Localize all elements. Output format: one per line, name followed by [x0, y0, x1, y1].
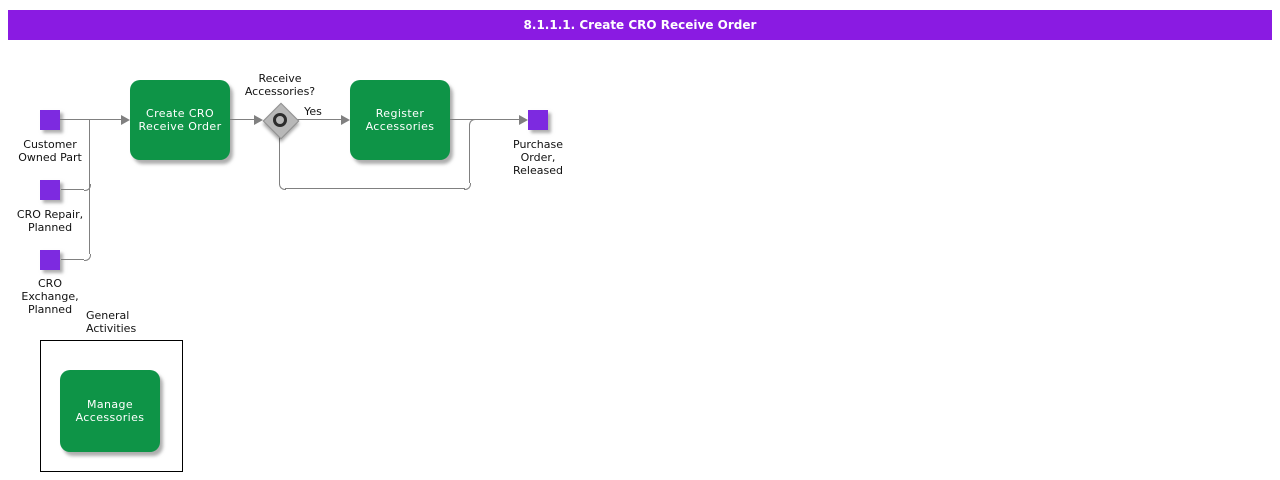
- task-register-accessories[interactable]: Register Accessories: [350, 80, 450, 160]
- task-create-cro-receive-order[interactable]: Create CRO Receive Order: [130, 80, 230, 160]
- title-bar: 8.1.1.1. Create CRO Receive Order: [8, 10, 1272, 40]
- connector-start3: [61, 259, 84, 260]
- connector-task1-gateway: [230, 119, 255, 120]
- connector-start2: [61, 189, 84, 190]
- start-event-cro-exchange-planned[interactable]: [40, 250, 60, 270]
- connector-loop-down: [279, 137, 280, 184]
- connector-task2-end: [450, 119, 520, 120]
- connector-corner-start3: [84, 254, 91, 261]
- end-event-purchase-order-released[interactable]: [528, 110, 548, 130]
- task-label: Manage Accessories: [75, 398, 145, 424]
- gateway-ring-icon: [273, 113, 287, 127]
- task-label: Register Accessories: [365, 107, 435, 133]
- connector-gateway-task2: [297, 119, 342, 120]
- arrowhead-end-icon: [519, 115, 528, 125]
- start-event-label: CRO Repair, Planned: [16, 208, 84, 234]
- page-title: 8.1.1.1. Create CRO Receive Order: [523, 18, 757, 32]
- arrowhead-task2-icon: [341, 115, 350, 125]
- start-event-customer-owned-part[interactable]: [40, 110, 60, 130]
- connector-loop-corner-bl: [279, 183, 286, 190]
- gateway-receive-accessories[interactable]: [262, 102, 300, 140]
- connector-loop-bottom: [285, 188, 465, 189]
- general-activities-label: General Activities: [86, 309, 137, 335]
- task-label: Create CRO Receive Order: [138, 107, 222, 133]
- connector-loop-up: [469, 125, 470, 183]
- start-event-label: CRO Exchange, Planned: [21, 277, 79, 316]
- start-event-label: Customer Owned Part: [18, 138, 82, 164]
- connector-loop-corner-tl: [469, 119, 476, 126]
- gateway-yes-label: Yes: [304, 105, 322, 118]
- connector-start1-task1: [60, 119, 122, 120]
- end-event-label: Purchase Order, Released: [513, 138, 563, 177]
- connector-loop-corner-br: [464, 183, 471, 190]
- arrowhead-task1-icon: [121, 115, 130, 125]
- task-manage-accessories[interactable]: Manage Accessories: [60, 370, 160, 452]
- gateway-question-label: Receive Accessories?: [244, 72, 316, 98]
- start-event-cro-repair-planned[interactable]: [40, 180, 60, 200]
- arrowhead-gateway-icon: [254, 115, 263, 125]
